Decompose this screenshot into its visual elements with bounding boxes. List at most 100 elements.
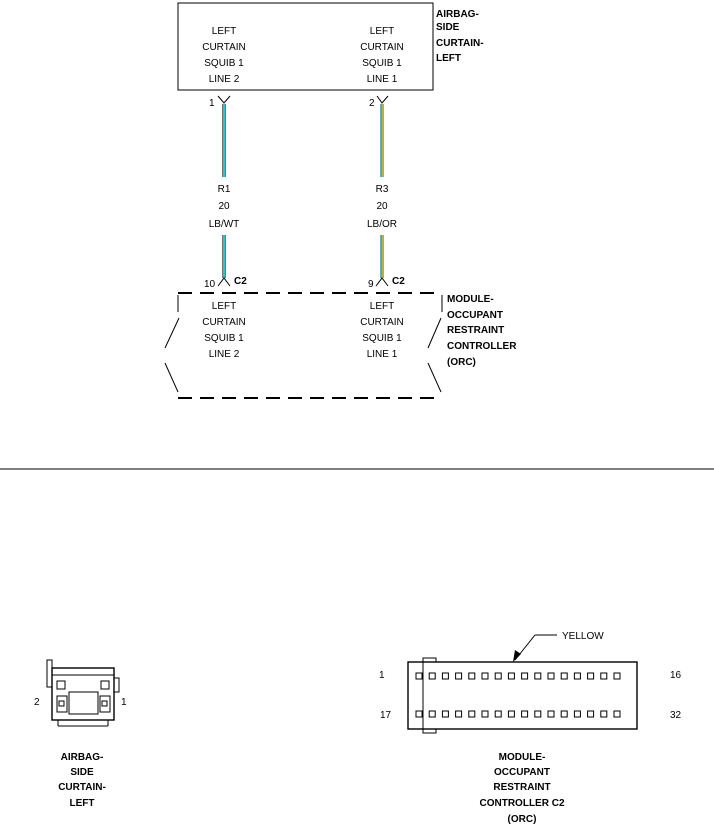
orc-pin9-label-line2: CURTAIN (360, 317, 404, 328)
airbag-name-line2: SIDE (436, 22, 460, 33)
orc-connector-cavity-2 (428, 672, 436, 680)
orc-connector-cavity-15 (600, 672, 608, 680)
orc-connector-cavity-22 (481, 710, 489, 718)
wire-left: R1 20 LB/WT (209, 104, 240, 278)
airbag-pin1-label-line4: LINE 2 (209, 74, 240, 85)
orc-connector-cavity-16 (613, 672, 621, 680)
orc-connector-cavity-21 (468, 710, 476, 718)
airbag-pin2-label-line3: SQUIB 1 (362, 58, 402, 69)
airbag-pin2-label-line2: CURTAIN (360, 42, 404, 53)
airbag-pin1-label-line3: SQUIB 1 (204, 58, 244, 69)
orc-pin10-label-line1: LEFT (212, 301, 236, 312)
orc-connector-cavity-27 (547, 710, 555, 718)
orc-pin-number-left: 10 (204, 279, 216, 290)
orc-name-line2: OCCUPANT (447, 310, 503, 321)
orc-connector-cavity-11 (547, 672, 555, 680)
airbag-module-box (177, 2, 434, 91)
airbag-name-line4: LEFT (436, 53, 461, 64)
airbag-connector-name-line3: CURTAIN- (58, 782, 106, 793)
orc-connector-name-line1: MODULE- (499, 752, 546, 763)
orc-pin10-label-line3: SQUIB 1 (204, 333, 244, 344)
orc-connector-cavity-19 (441, 710, 449, 718)
wire-right-gauge: 20 (376, 201, 388, 212)
yellow-callout-arrow (513, 650, 521, 662)
orc-connector-name-line3: RESTRAINT (493, 782, 550, 793)
orc-connector-cavity-32 (613, 710, 621, 718)
wire-left-color: LB/WT (209, 219, 240, 230)
airbag-pin2-label-line4: LINE 1 (367, 74, 398, 85)
orc-pin9-label-line4: LINE 1 (367, 349, 398, 360)
orc-connector-cavity-8 (507, 672, 515, 680)
orc-connector-cavity-13 (573, 672, 581, 680)
airbag-connector-cavity-1 (101, 700, 108, 707)
orc-connector-cavity-6 (481, 672, 489, 680)
wire-right-circuit: R3 (376, 184, 389, 195)
airbag-pin-number-right: 2 (369, 98, 375, 109)
orc-pin-number-right: 9 (368, 279, 374, 290)
orc-connector-cavity-14 (587, 672, 595, 680)
orc-pin10-label-line4: LINE 2 (209, 349, 240, 360)
orc-connector-cavity-17 (415, 710, 423, 718)
airbag-connector-name-line1: AIRBAG- (61, 752, 104, 763)
airbag-connector-name-line4: LEFT (70, 798, 95, 809)
airbag-pin1-label-line1: LEFT (212, 26, 236, 37)
wire-left-circuit: R1 (218, 184, 231, 195)
airbag-connector-pin-2: 2 (34, 697, 40, 708)
yellow-callout-label: YELLOW (562, 631, 604, 642)
airbag-pin1-label-line2: CURTAIN (202, 42, 246, 53)
orc-connector-pin-1: 1 (379, 670, 385, 681)
orc-connector-left: C2 (234, 276, 247, 287)
airbag-connector-name-line2: SIDE (70, 767, 94, 778)
orc-connector-name-line5: (ORC) (508, 814, 537, 825)
airbag-pin-right-terminal (376, 95, 389, 104)
orc-pin9-label-line1: LEFT (370, 301, 394, 312)
orc-connector-cavity-18 (428, 710, 436, 718)
orc-connector-right: C2 (392, 276, 405, 287)
orc-connector-cavity-25 (521, 710, 529, 718)
airbag-connector-pin-1: 1 (121, 697, 127, 708)
airbag-connector-view: 2 1 AIRBAG- SIDE CURTAIN- LEFT (34, 659, 127, 809)
airbag-pin-number-left: 1 (209, 98, 215, 109)
airbag-connector-cavity-2 (58, 700, 65, 707)
orc-connector-cavity-9 (521, 672, 529, 680)
orc-name-line4: CONTROLLER (447, 341, 517, 352)
orc-connector-body (407, 661, 638, 730)
orc-connector-cavity-26 (534, 710, 542, 718)
orc-connector-cavity-12 (560, 672, 568, 680)
orc-connector-name-line2: OCCUPANT (494, 767, 550, 778)
orc-pin-left-terminal (217, 277, 231, 287)
airbag-pin-left-terminal (217, 95, 231, 104)
airbag-name-line1: AIRBAG- (436, 9, 479, 20)
orc-connector-cavity-20 (455, 710, 463, 718)
orc-name-line1: MODULE- (447, 294, 494, 305)
orc-connector-cavity-31 (600, 710, 608, 718)
orc-connector-pin-row-top (415, 672, 621, 680)
orc-pin9-label-line3: SQUIB 1 (362, 333, 402, 344)
wire-right-color: LB/OR (367, 219, 397, 230)
orc-name-line5: (ORC) (447, 357, 476, 368)
orc-connector-cavity-29 (573, 710, 581, 718)
orc-connector-cavity-23 (494, 710, 502, 718)
airbag-name-line3: CURTAIN- (436, 38, 484, 49)
wire-left-gauge: 20 (218, 201, 230, 212)
orc-connector-cavity-24 (507, 710, 515, 718)
airbag-pin2-label-line1: LEFT (370, 26, 394, 37)
wire-right: R3 20 LB/OR (367, 104, 397, 278)
orc-connector-cavity-3 (441, 672, 449, 680)
orc-name-line3: RESTRAINT (447, 325, 504, 336)
orc-connector-pin-row-bottom (415, 710, 621, 718)
orc-connector-cavity-30 (587, 710, 595, 718)
orc-connector-cavity-7 (494, 672, 502, 680)
orc-connector-cavity-10 (534, 672, 542, 680)
orc-pin-right-terminal (375, 277, 389, 287)
orc-connector-name-line4: CONTROLLER C2 (480, 798, 565, 809)
orc-connector-cavity-5 (468, 672, 476, 680)
orc-connector-pin-16: 16 (670, 670, 682, 681)
orc-pin10-label-line2: CURTAIN (202, 317, 246, 328)
orc-connector-pin-32: 32 (670, 710, 682, 721)
orc-connector-cavity-4 (455, 672, 463, 680)
orc-connector-cavity-1 (415, 672, 423, 680)
orc-connector-pin-17: 17 (380, 710, 392, 721)
orc-connector-view: YELLOW 1 16 17 32 MODULE- OCCUPANT RESTR… (379, 631, 682, 825)
